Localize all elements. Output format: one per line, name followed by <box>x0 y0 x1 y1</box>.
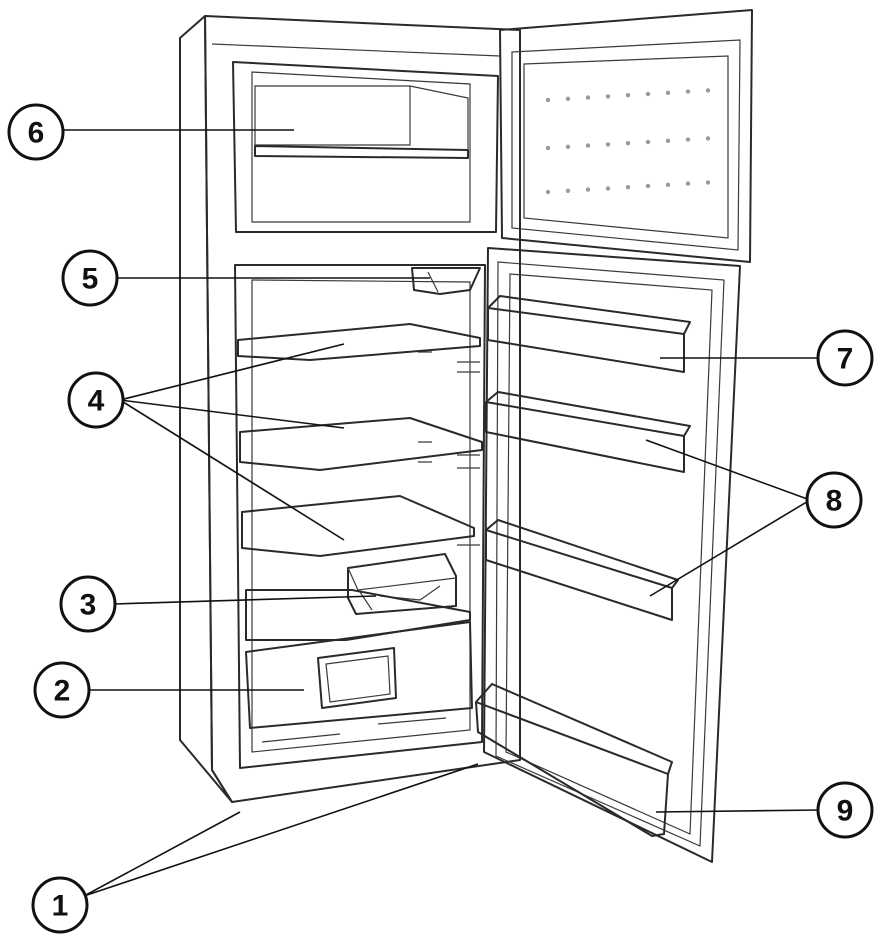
freezer-dimple <box>685 137 691 142</box>
freezer-dimple <box>645 139 651 145</box>
freezer-dimple <box>585 187 591 192</box>
freezer-dimple <box>625 93 631 98</box>
freezer-dimple <box>605 186 611 191</box>
thermostat-light-unit <box>411 267 481 295</box>
callout-5-label: 5 <box>82 263 99 296</box>
freezer-dimple <box>705 88 711 93</box>
callout-3-label: 3 <box>80 589 97 622</box>
freezer-dimple <box>705 180 711 185</box>
freezer-dimple <box>585 143 591 148</box>
callout-7: 7 <box>816 329 874 387</box>
freezer-dimple <box>665 138 671 143</box>
callout-2: 2 <box>33 661 91 719</box>
freezer-door <box>499 9 753 263</box>
freezer-dimple <box>685 181 691 186</box>
callout-1: 1 <box>31 876 89 934</box>
freezer-dimple <box>605 94 611 99</box>
callout-8: 8 <box>805 471 863 529</box>
callout-9: 9 <box>816 781 874 839</box>
freezer-compartment <box>232 61 499 233</box>
callout-6-label: 6 <box>28 117 45 150</box>
callout-4: 4 <box>67 371 125 429</box>
freezer-dimple <box>545 189 551 195</box>
fridge-door <box>483 247 741 863</box>
freezer-dimple <box>605 142 611 147</box>
freezer-dimple <box>665 90 671 96</box>
freezer-dimple <box>685 89 691 94</box>
callout-4-label: 4 <box>88 385 105 418</box>
callout-6: 6 <box>7 103 65 161</box>
freezer-dimple <box>565 96 571 102</box>
freezer-dimple <box>625 185 631 190</box>
freezer-dimple <box>585 95 591 100</box>
dairy-container <box>245 553 471 641</box>
freezer-door-dimples <box>545 88 711 195</box>
freezer-dimple <box>545 97 551 103</box>
freezer-dimple <box>545 145 551 151</box>
callout-1-label: 1 <box>52 890 69 923</box>
callout-2-label: 2 <box>54 675 71 708</box>
callout-3: 3 <box>59 575 117 633</box>
callout-7-label: 7 <box>837 343 854 376</box>
freezer-dimple <box>665 182 671 187</box>
freezer-dimple <box>705 136 711 141</box>
freezer-dimple <box>645 91 651 97</box>
door-bins <box>475 295 691 837</box>
callout-9-label: 9 <box>837 795 854 828</box>
callout-8-label: 8 <box>826 485 843 518</box>
cabinet <box>179 15 521 803</box>
freezer-dimple <box>565 188 571 193</box>
freezer-dimple <box>625 141 631 146</box>
callout-5: 5 <box>61 249 119 307</box>
freezer-dimple <box>645 183 651 189</box>
crisper-drawer <box>245 621 473 729</box>
glass-shelves <box>237 323 483 557</box>
freezer-dimple <box>565 144 571 149</box>
leader-lines <box>60 129 821 897</box>
